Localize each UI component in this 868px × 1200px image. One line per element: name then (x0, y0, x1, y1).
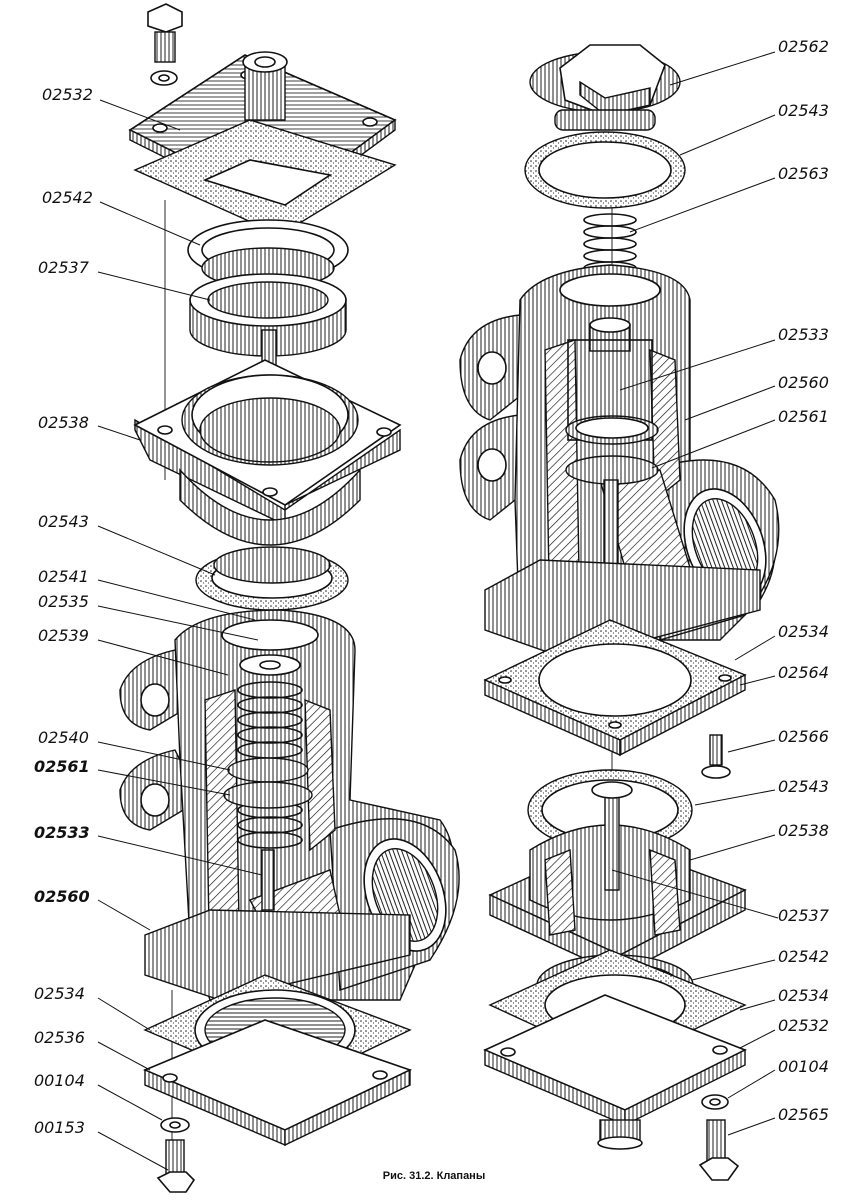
right-label: 02538 (778, 821, 829, 840)
gasket-ring-left-mid (195, 546, 349, 611)
left-label: 02540 (38, 728, 89, 747)
flange-body-right (488, 781, 747, 977)
left-label: 02539 (38, 626, 89, 645)
valve-body-right (459, 264, 780, 661)
left-label: 02535 (38, 592, 89, 611)
spring-left (237, 681, 303, 849)
left-label: 02533 (34, 823, 90, 842)
right-label: 02565 (778, 1105, 829, 1124)
left-label: 00153 (34, 1118, 85, 1137)
left-label: 02537 (38, 258, 90, 277)
washer-bolt-right (698, 1094, 740, 1181)
right-label: 02533 (778, 325, 829, 344)
leader-lines (97, 51, 779, 1171)
left-label: 02543 (38, 512, 89, 531)
right-label: 02543 (778, 101, 829, 120)
right-valve-assembly (459, 44, 780, 1181)
left-label: 02542 (42, 188, 93, 207)
left-label: 02541 (38, 567, 89, 586)
left-label: 02560 (34, 887, 90, 906)
bolt-top-left (147, 3, 183, 86)
right-label: 02534 (778, 986, 829, 1005)
right-label: 02563 (778, 164, 829, 183)
left-label: 02534 (34, 984, 85, 1003)
right-label: 00104 (778, 1057, 829, 1076)
left-part-numbers: 02532 02542 02537 02538 02543 02541 0253… (34, 85, 93, 1137)
gasket-right-mid (483, 619, 747, 757)
left-label: 02536 (34, 1028, 85, 1047)
left-label: 02561 (34, 757, 90, 776)
bottom-plate-right (483, 994, 747, 1150)
right-label: 02561 (778, 407, 829, 426)
washer-nut-left (156, 1117, 196, 1193)
right-label: 02560 (778, 373, 829, 392)
left-label: 02532 (42, 85, 93, 104)
left-label: 02538 (38, 413, 89, 432)
right-label: 02542 (778, 947, 829, 966)
right-label: 02532 (778, 1016, 829, 1035)
figure-caption: Рис. 31.2. Клапаны (382, 1170, 486, 1182)
screw-right (701, 734, 731, 779)
right-label: 02537 (778, 906, 830, 925)
right-label: 02543 (778, 777, 829, 796)
right-label: 02534 (778, 622, 829, 641)
bottom-plate-left (142, 1019, 413, 1147)
right-part-numbers: 02562 02543 02563 02533 02560 02561 0253… (778, 37, 830, 1124)
right-label: 02566 (778, 727, 829, 746)
flange-body-left (133, 359, 402, 546)
right-label: 02562 (778, 37, 829, 56)
left-label: 00104 (34, 1071, 85, 1090)
left-valve-assembly (119, 3, 460, 1193)
right-label: 02564 (778, 663, 829, 682)
piston-left (189, 273, 347, 466)
valve-body-left (119, 609, 460, 1001)
